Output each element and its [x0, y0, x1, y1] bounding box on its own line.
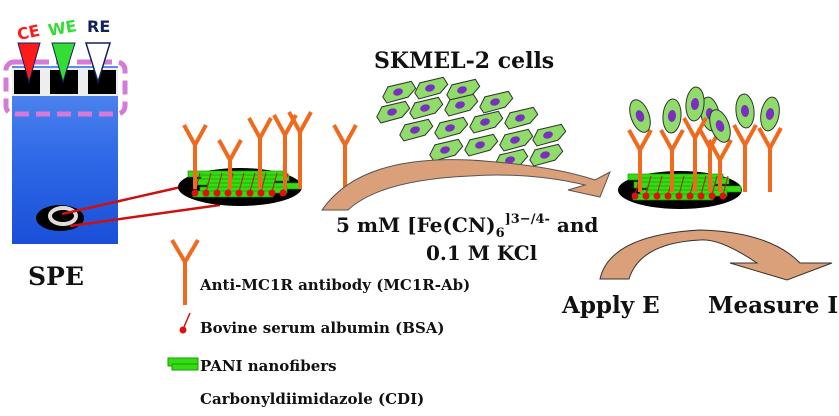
- bsa-molecule: [664, 192, 672, 200]
- cell: [479, 90, 514, 114]
- bsa-stem: [700, 175, 707, 196]
- bsa-molecule: [235, 189, 243, 197]
- re-label: RE: [87, 17, 110, 36]
- cell: [399, 118, 434, 142]
- antibody: [247, 117, 273, 189]
- legend-label-cdi: Carbonyldiimidazole (CDI): [200, 390, 424, 408]
- legend-antibody-icon: [170, 238, 200, 305]
- bsa-stem: [645, 175, 652, 196]
- bsa-molecule: [191, 189, 199, 197]
- cell: [434, 116, 469, 140]
- bsa-stem: [678, 175, 685, 196]
- bsa-stem: [205, 172, 212, 193]
- incubation-arrow-icon: [321, 159, 611, 211]
- antibody: [757, 127, 783, 192]
- antibody: [707, 139, 733, 192]
- bsa-stem: [656, 175, 663, 196]
- bsa-stem: [216, 172, 223, 193]
- cell: [409, 96, 444, 120]
- bsa-molecule: [708, 192, 716, 200]
- we-label: WE: [47, 16, 78, 40]
- modified-electrode-surface: [178, 111, 358, 206]
- antibody: [682, 117, 708, 192]
- formula-part: 5 mM [Fe(CN): [336, 213, 496, 237]
- spe-label: SPE: [28, 262, 84, 291]
- captured-cell: [685, 86, 705, 122]
- cell: [376, 100, 411, 124]
- measurement-arrow-icon: [599, 229, 833, 281]
- cell: [464, 133, 499, 157]
- spe-electrode-image: [3, 59, 221, 244]
- legend-bsa-icon: [179, 312, 191, 334]
- antibody: [182, 124, 208, 189]
- cell: [529, 143, 564, 167]
- cell: [469, 110, 504, 134]
- captured-cell: [735, 93, 755, 129]
- legend-pani-icon: [167, 357, 199, 371]
- cell: [382, 80, 417, 104]
- captured-cell: [760, 96, 780, 132]
- bsa-molecule: [257, 189, 265, 197]
- bsa-molecule: [268, 189, 276, 197]
- cell: [499, 128, 534, 152]
- cell: [429, 138, 464, 162]
- bsa-molecule: [653, 192, 661, 200]
- solution-text-line1: 5 mM [Fe(CN)6]3−/4- and: [336, 212, 598, 241]
- bsa-stem: [238, 172, 245, 193]
- formula-subscript: 6: [496, 226, 505, 241]
- cell: [504, 106, 539, 130]
- legend-label-antibody: Anti-MC1R antibody (MC1R-Ab): [199, 276, 470, 294]
- bsa-molecule: [719, 192, 727, 200]
- bsa-molecule: [246, 189, 254, 197]
- bsa-molecule: [686, 192, 694, 200]
- skmel2-cells: [376, 76, 567, 172]
- apply-e-label: Apply E: [561, 292, 660, 319]
- ce-marker-icon: [17, 42, 41, 84]
- cell: [414, 76, 449, 100]
- formula-superscript: ]3−/4-: [505, 212, 550, 227]
- antibody: [332, 124, 358, 189]
- bsa-molecule: [213, 189, 221, 197]
- bsa-stem: [271, 172, 278, 193]
- captured-cell: [709, 109, 731, 143]
- bsa-molecule: [279, 189, 287, 197]
- antibody: [659, 129, 685, 192]
- captured-cell: [629, 99, 651, 133]
- solution-text-line2: 0.1 M KCl: [426, 241, 538, 265]
- bsa-molecule: [697, 192, 705, 200]
- re-marker-icon: [84, 42, 112, 85]
- formula-part: and: [550, 213, 598, 237]
- legend-label-bsa: Bovine serum albumin (BSA): [200, 319, 445, 337]
- antibody: [217, 139, 243, 189]
- antibody: [627, 129, 653, 192]
- measure-i-label: Measure I: [708, 292, 838, 319]
- bsa-stem: [711, 175, 718, 196]
- bsa-molecule: [224, 189, 232, 197]
- legend-label-pani: PANI nanofibers: [200, 357, 337, 375]
- bsa-molecule: [202, 189, 210, 197]
- bsa-stem: [722, 175, 729, 196]
- bsa-molecule: [642, 192, 650, 200]
- we-marker-icon: [51, 42, 76, 84]
- ce-label: CE: [15, 21, 41, 44]
- captured-cell: [662, 98, 682, 134]
- cells-title: SKMEL-2 cells: [374, 48, 554, 74]
- cell: [532, 123, 567, 147]
- antibody: [732, 124, 758, 192]
- electrode-with-captured-cells: [618, 86, 783, 209]
- bsa-stem: [249, 172, 256, 193]
- bsa-molecule: [675, 192, 683, 200]
- bsa-molecule: [631, 192, 639, 200]
- antibody: [287, 111, 313, 189]
- cell: [444, 93, 479, 117]
